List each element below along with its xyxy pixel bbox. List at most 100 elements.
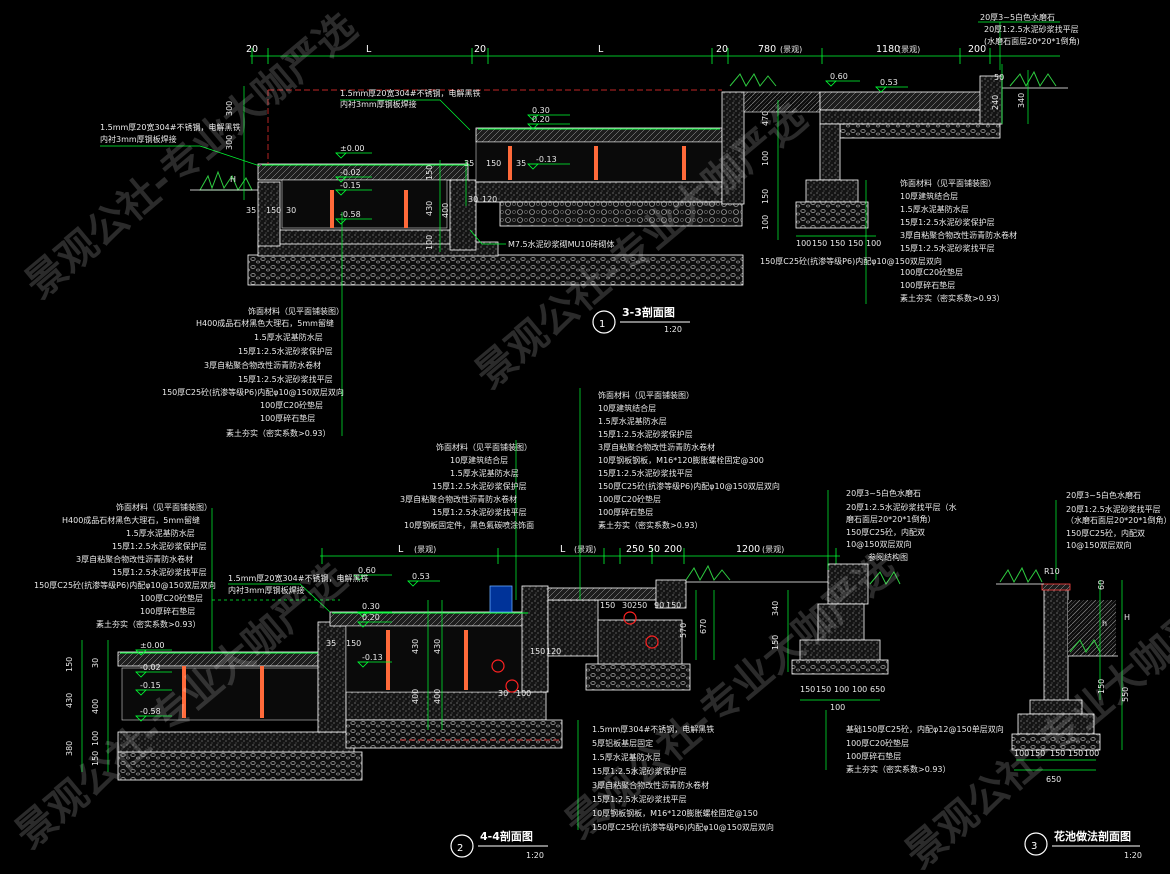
dim-label: 35 [516,159,526,168]
elevation-label: 0.30 [532,106,550,115]
section1-top-dimension [250,48,1060,64]
dim-label: H [230,175,236,184]
section1-pool-structure [190,89,745,286]
dim-label: 100 [866,239,881,248]
section-3: R10 60 h H 150 550 100 150 150 150 100 6… [996,490,1170,860]
dim-label: 120 [546,647,561,656]
dim-label: 120 [482,195,497,204]
layer-label: 15厚1:2.5水泥砂浆找平层 [598,468,693,478]
layer-label: 饰面材料（见平面铺装图） [436,442,532,452]
note-steel-lining: 内衬3mm厚钢板焊接 [100,134,177,144]
layer-label: 1.5厚水泥基防水层 [592,752,661,762]
section1-leaders [100,21,1060,436]
dim-label: 30 [286,206,296,215]
layer-label: 3厚自粘聚合物改性沥青防水卷材 [592,780,709,790]
section3-dims [1014,500,1123,771]
section2-legend-center: 饰面材料（见平面铺装图） 10厚建筑结合层 1.5厚水泥基防水层 15厚1:2.… [598,390,780,530]
section3-dim-labels: R10 60 h H 150 550 100 150 150 150 100 6… [1014,567,1130,784]
dim-label: 150 [600,601,615,610]
dim-label: 35 [246,206,256,215]
layer-label: 150厚C25砼(抗渗等级P6)内配φ10@150双层双向 [598,481,780,491]
layer-label: 10厚钢板钢板，M16*120膨胀螺栓固定@150 [592,808,758,818]
layer-label: 素土夯实（密实系数>0.93） [900,293,1005,303]
layer-label: H400成品石材黑色大理石，5mm留缝 [62,515,200,525]
dim-label: 670 [699,619,708,634]
dim-label: L [398,544,404,555]
dim-label: 100 [1084,749,1099,758]
layer-label: 1.5mm厚304#不锈钢，电解黑铁 [592,724,714,734]
section1-vertical-dims [243,64,1029,252]
section1-dim-labels: 300 300 H 35 150 30 150 430 400 100 35 1… [225,73,1026,250]
dim-label: 400 [411,689,420,704]
section1-legend-below: 饰面材料（见平面铺装图） H400成品石材黑色大理石，5mm留缝 1.5厚水泥基… [162,306,344,438]
section2-dim-labels: 150 430 380 30 400 100 150 430 400 430 4… [65,601,885,766]
layer-label: 100厚碎石垫层 [260,413,315,423]
dim-label: h [1102,619,1107,628]
elevation-label: 0.30 [362,602,380,611]
dim-label: 250 [632,601,647,610]
dim-label: 340 [1017,93,1026,108]
section2-elevation-labels: 0.60 0.53 0.30 0.20 -0.13 ±0.00 -0.02 -0… [140,566,430,716]
section1-right-structure [729,70,1068,229]
section3-title: 花池做法剖面图 [1054,829,1131,843]
elevation-label: 0.60 [830,72,848,81]
section1-title-block: 1 3-3剖面图 1:20 [592,305,690,334]
dim-label: 340 [771,601,780,616]
section1-elevation-labels: ±0.00 -0.02 -0.15 -0.58 0.30 0.20 -0.13 … [340,72,898,219]
elevation-label: 0.53 [412,572,430,581]
dim-label: 300 [225,101,234,116]
elevation-label: -0.02 [140,663,161,672]
dim-label: 30 [91,658,100,668]
dim-label: 50 [648,544,660,555]
layer-label: 100厚碎石垫层 [140,606,195,616]
layer-label: 10厚建筑结合层 [598,403,656,413]
layer-label: 3厚自粘聚合物改性沥青防水卷材 [900,230,1017,240]
dim-label: (景观) [780,45,802,54]
note-line: 20厚3~5白色水磨石 [1066,490,1141,500]
layer-label: 15厚1:2.5水泥砂浆保护层 [238,346,333,356]
elevation-label: -0.58 [140,707,161,716]
section1-elevations [335,80,908,225]
dim-label: 150 [666,601,681,610]
section2-title-block: 2 4-4剖面图 1:20 [450,829,548,860]
layer-label: 15厚1:2.5水泥砂浆找平层 [238,374,333,384]
layer-label: H400成品石材黑色大理石，5mm留缝 [196,318,334,328]
elevation-label: -0.15 [340,181,361,190]
layer-label: 15厚1:2.5水泥砂浆保护层 [112,541,207,551]
dim-label: 150 [1097,679,1106,694]
layer-label: 15厚1:2.5水泥砂浆保护层 [598,429,693,439]
layer-label: 素土夯实（密实系数>0.93） [226,428,331,438]
elevation-label: 0.53 [880,78,898,87]
section3-number: 3 [1031,841,1037,852]
dim-label: 35 [326,639,336,648]
dim-label: H [1124,613,1130,622]
elevation-label: 0.20 [532,115,550,124]
dim-label: 150 [848,239,863,248]
layer-label: 饰面材料（见平面铺装图） [598,390,694,400]
layer-label: 1.5厚水泥基防水层 [598,416,667,426]
dim-label: 780 [758,44,776,55]
dim-label: R10 [1044,567,1060,576]
dim-label: 100 [834,685,849,694]
layer-label: 素土夯实（密实系数>0.93） [598,520,703,530]
dim-label: 300 [225,135,234,150]
layer-label: 100厚碎石垫层 [598,507,653,517]
dim-label: 650 [1046,775,1061,784]
section2-right-wall [791,563,901,675]
note-steel-lining: 内衬3mm厚钢板焊接 [228,585,305,595]
elevation-label: 0.20 [362,613,380,622]
dim-label: 60 [1097,580,1106,590]
section-2: L (景观) L (景观) 250 50 200 1200 (景观) [34,388,1004,860]
dim-label: 150 [1050,749,1065,758]
layer-label: 20厚3~5白色水磨石 [846,488,921,498]
layer-label: 1.5厚水泥基防水层 [900,204,969,214]
dim-label: 150 [1030,749,1045,758]
section3-planter [996,566,1118,751]
dim-label: 35 [464,159,474,168]
dim-label: 400 [91,699,100,714]
note-steel: 1.5mm厚20宽304#不锈钢，电解黑铁 [228,573,368,583]
layer-label: 素土夯实（密实系数>0.93） [96,619,201,629]
dim-label: 150 [65,657,74,672]
layer-label: 10@150双层双向 [846,539,911,549]
